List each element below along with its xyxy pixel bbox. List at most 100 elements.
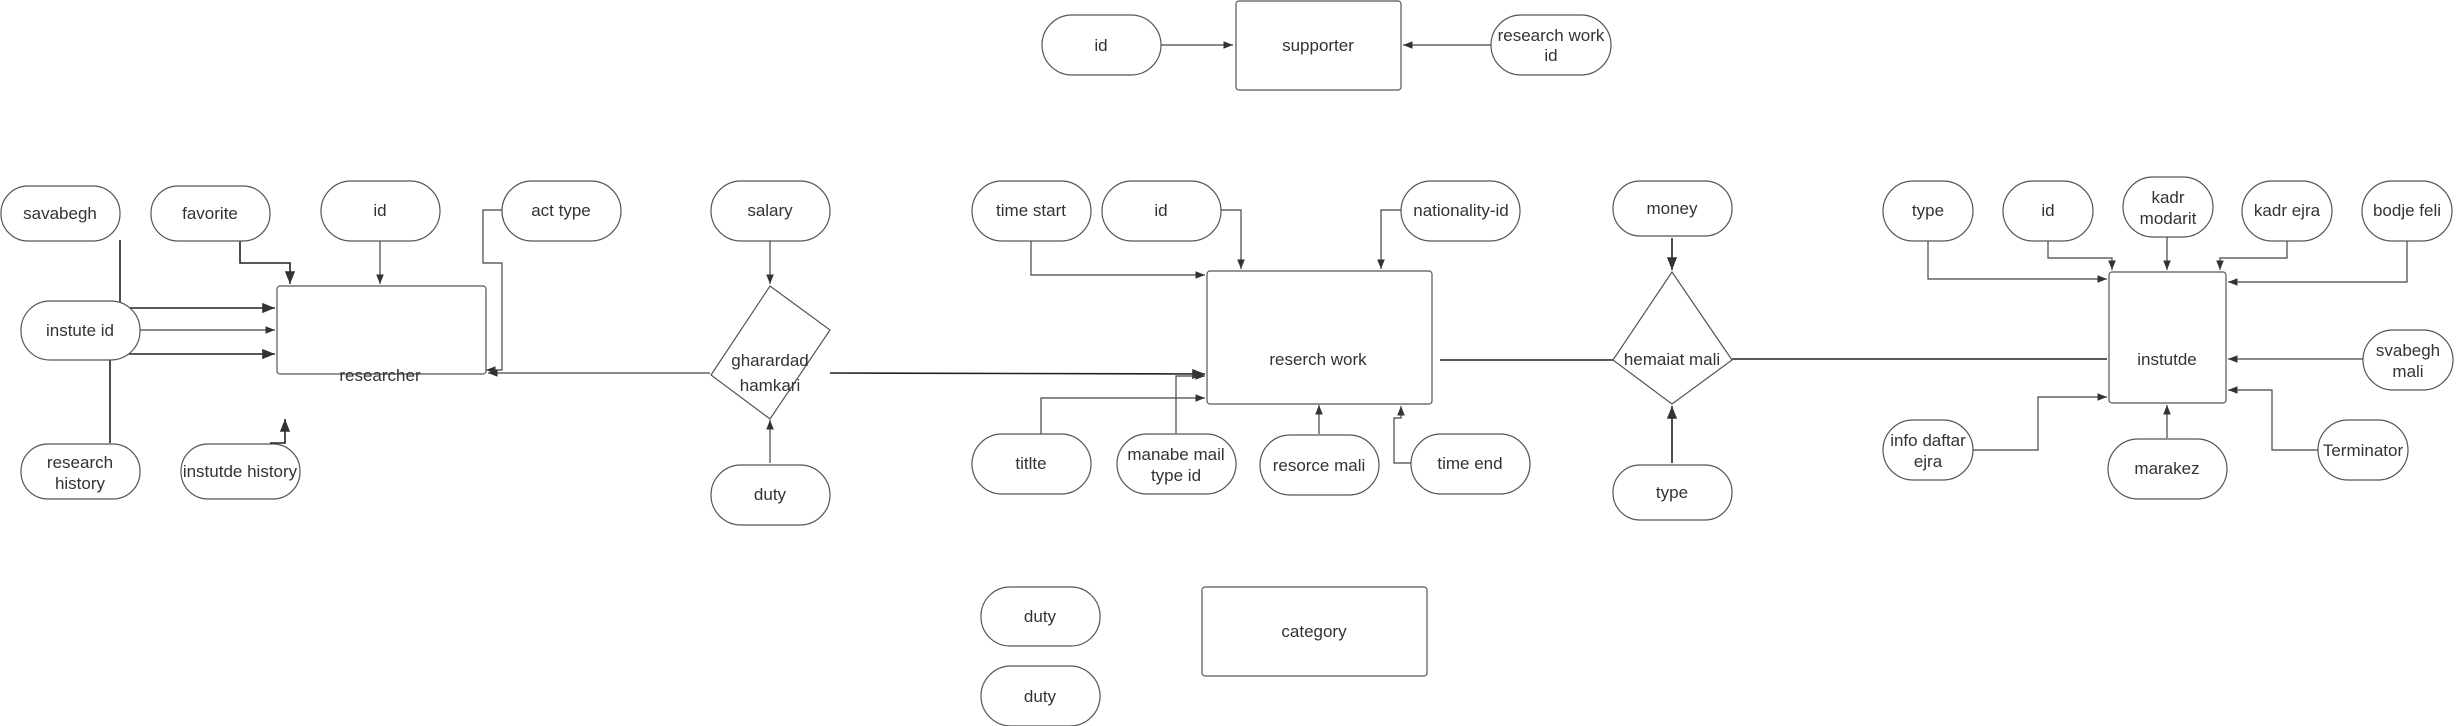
attribute-resorce-mali-label: resorce mali bbox=[1273, 456, 1366, 475]
edge-favorite bbox=[239, 240, 296, 284]
attribute-terminator[interactable]: Terminator bbox=[2317, 419, 2409, 481]
attribute-supporter-id[interactable]: id bbox=[1041, 14, 1162, 76]
entity-category[interactable]: category bbox=[1201, 586, 1428, 677]
relationship-hemaiat-mali-label: hemaiat mali bbox=[1624, 350, 1720, 369]
attribute-inst-id[interactable]: id bbox=[2002, 180, 2094, 242]
attribute-researcher-id-label: id bbox=[373, 201, 386, 220]
attribute-info-daftar-ejra[interactable]: info daftar ejra bbox=[1882, 419, 1974, 481]
attribute-marakez-label: marakez bbox=[2134, 459, 2199, 478]
attribute-supporter-id-label: id bbox=[1094, 36, 1107, 55]
attribute-savabegh[interactable]: savabegh bbox=[0, 185, 121, 242]
entity-researcher-label: researcher bbox=[339, 366, 421, 385]
attribute-support-type-label: type bbox=[1656, 483, 1688, 502]
edge-savabegh bbox=[119, 240, 275, 314]
edge-act-type bbox=[482, 209, 503, 374]
edge-time-start bbox=[1030, 240, 1205, 279]
attribute-time-start-label: time start bbox=[996, 201, 1066, 220]
relationship-gharardad-label-line1: gharardad bbox=[731, 351, 809, 370]
attribute-terminator-label: Terminator bbox=[2323, 441, 2404, 460]
edge-info-daftar bbox=[1973, 393, 2107, 451]
entity-reserch-work[interactable]: reserch work bbox=[1206, 270, 1433, 405]
entity-reserch-work-label: reserch work bbox=[1269, 350, 1367, 369]
attribute-manabe-mail-line2: type id bbox=[1151, 466, 1201, 485]
attribute-bodje-feli[interactable]: bodje feli bbox=[2361, 180, 2453, 242]
attribute-duty-b[interactable]: duty bbox=[980, 665, 1101, 726]
attribute-money[interactable]: money bbox=[1612, 180, 1733, 237]
attribute-marakez[interactable]: marakez bbox=[2107, 438, 2228, 500]
attribute-kadr-ejra-label: kadr ejra bbox=[2254, 201, 2321, 220]
attribute-bodje-feli-label: bodje feli bbox=[2373, 201, 2441, 220]
attribute-support-type[interactable]: type bbox=[1612, 464, 1733, 521]
edge-kadr-ejra bbox=[2216, 240, 2288, 270]
attribute-research-history-line1: research bbox=[47, 453, 113, 472]
attribute-act-type[interactable]: act type bbox=[501, 180, 622, 242]
attribute-savabegh-label: savabegh bbox=[23, 204, 97, 223]
attribute-svabegh-mali[interactable]: svabegh mali bbox=[2362, 329, 2454, 391]
attribute-svabegh-mali-line2: mali bbox=[2392, 362, 2423, 381]
attribute-inst-id-label: id bbox=[2041, 201, 2054, 220]
edge-instutde-history bbox=[270, 419, 291, 444]
relationship-gharardad-hamkari[interactable]: gharardad hamkari bbox=[710, 285, 831, 420]
attribute-money-label: money bbox=[1646, 199, 1698, 218]
edge-work-id bbox=[1221, 209, 1245, 269]
edge-manabe-mail bbox=[1175, 372, 1205, 433]
attribute-duty-a[interactable]: duty bbox=[980, 586, 1101, 647]
attribute-salary-label: salary bbox=[747, 201, 793, 220]
attribute-research-work-id-line1: research work bbox=[1498, 26, 1605, 45]
edge-time-end bbox=[1393, 406, 1411, 464]
attribute-nationality-id-label: nationality-id bbox=[1413, 201, 1508, 220]
attribute-research-history-line2: history bbox=[55, 474, 106, 493]
attribute-manabe-mail-line1: manabe mail bbox=[1127, 445, 1224, 464]
attribute-instute-id-label: instute id bbox=[46, 321, 114, 340]
attribute-act-type-label: act type bbox=[531, 201, 591, 220]
edge-contract-work bbox=[829, 368, 1206, 380]
attribute-kadr-modarit[interactable]: kadr modarit bbox=[2122, 176, 2214, 238]
attribute-info-daftar-line2: ejra bbox=[1914, 452, 1943, 471]
attribute-instutde-history[interactable]: instutde history bbox=[180, 443, 301, 500]
attribute-instutde-history-label: instutde history bbox=[183, 462, 298, 481]
attribute-duty-contract-label: duty bbox=[754, 485, 787, 504]
edge-bodje-feli bbox=[2228, 240, 2408, 286]
attribute-time-start[interactable]: time start bbox=[971, 180, 1092, 242]
edge-inst-type bbox=[1927, 240, 2107, 283]
entity-supporter[interactable]: supporter bbox=[1235, 0, 1402, 91]
attribute-kadr-modarit-line2: modarit bbox=[2140, 209, 2197, 228]
entity-instutde-label: instutde bbox=[2137, 350, 2197, 369]
attribute-research-work-id[interactable]: research work id bbox=[1490, 14, 1612, 76]
edge-terminator bbox=[2228, 386, 2318, 451]
attribute-manabe-mail-type-id[interactable]: manabe mail type id bbox=[1116, 433, 1237, 495]
attribute-inst-type-label: type bbox=[1912, 201, 1944, 220]
attribute-researcher-id[interactable]: id bbox=[320, 180, 441, 242]
entity-category-label: category bbox=[1281, 622, 1347, 641]
attribute-info-daftar-line1: info daftar bbox=[1890, 431, 1966, 450]
attribute-resorce-mali[interactable]: resorce mali bbox=[1259, 434, 1380, 496]
attribute-work-id-label: id bbox=[1154, 201, 1167, 220]
attribute-time-end-label: time end bbox=[1437, 454, 1502, 473]
edge-nationality-id bbox=[1377, 209, 1401, 269]
attribute-kadr-modarit-line1: kadr bbox=[2151, 188, 2184, 207]
attribute-kadr-ejra[interactable]: kadr ejra bbox=[2241, 180, 2333, 242]
attribute-time-end[interactable]: time end bbox=[1410, 433, 1531, 495]
attribute-research-history[interactable]: research history bbox=[20, 443, 141, 500]
attribute-nationality-id[interactable]: nationality-id bbox=[1400, 180, 1521, 242]
attribute-title-label: titlte bbox=[1015, 454, 1046, 473]
attribute-title[interactable]: titlte bbox=[971, 433, 1092, 495]
attribute-research-work-id-line2: id bbox=[1544, 46, 1557, 65]
attribute-salary[interactable]: salary bbox=[710, 180, 831, 242]
attribute-duty-contract[interactable]: duty bbox=[710, 464, 831, 526]
attribute-work-id[interactable]: id bbox=[1101, 180, 1222, 242]
relationship-gharardad-label-line2: hamkari bbox=[740, 376, 800, 395]
attribute-inst-type[interactable]: type bbox=[1882, 180, 1974, 242]
attribute-svabegh-mali-line1: svabegh bbox=[2376, 341, 2440, 360]
attribute-duty-b-label: duty bbox=[1024, 687, 1057, 706]
attribute-favorite[interactable]: favorite bbox=[150, 185, 271, 242]
edge-research-history bbox=[109, 348, 275, 443]
attribute-instute-id[interactable]: instute id bbox=[20, 300, 141, 361]
relationship-hemaiat-mali[interactable]: hemaiat mali bbox=[1612, 270, 1733, 405]
entity-supporter-label: supporter bbox=[1282, 36, 1354, 55]
connector-lines bbox=[109, 41, 2408, 464]
attribute-favorite-label: favorite bbox=[182, 204, 238, 223]
entity-instutde[interactable]: instutde bbox=[2108, 271, 2227, 404]
entity-researcher[interactable]: researcher bbox=[276, 285, 487, 385]
